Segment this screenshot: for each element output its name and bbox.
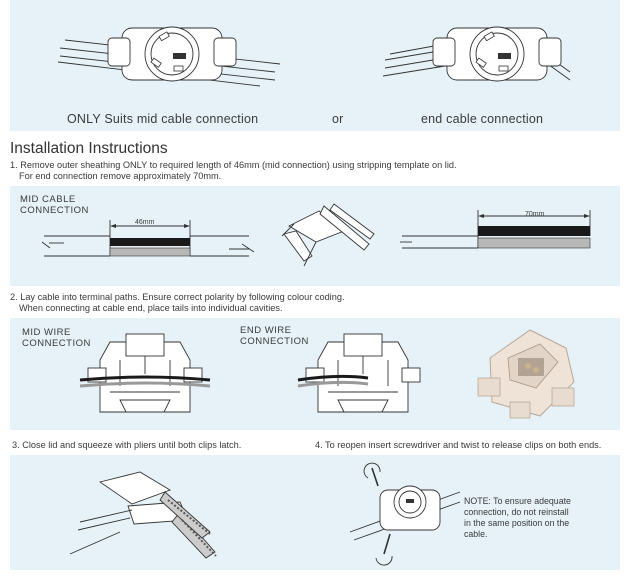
mid-wire-label-line1: MID WIRE (22, 327, 71, 338)
note-line2: connection, do not reinstall (464, 507, 569, 517)
note-line4: cable. (464, 529, 488, 539)
step2-line2: When connecting at cable end, place tail… (19, 303, 283, 313)
step34-panel (10, 455, 620, 570)
end-connection-socket-illustration (382, 26, 571, 82)
mid-cable-strip-diagram (41, 220, 255, 257)
step3-text: 3. Close lid and squeeze with pliers unt… (12, 440, 242, 450)
mid-cable-dimension: 46mm (135, 219, 155, 226)
note-line1: NOTE: To ensure adequate (464, 496, 571, 506)
mid-cable-label-line1: MID CABLE (20, 194, 76, 205)
pliers-squeeze-illustration (69, 471, 217, 559)
end-cable-strip-diagram (400, 210, 591, 249)
step2-line1: 2. Lay cable into terminal paths. Ensure… (10, 292, 345, 302)
mid-cable-label-line2: CONNECTION (20, 205, 89, 216)
caption-end-cable-connection: end cable connection (421, 112, 544, 126)
mid-wire-terminal-diagram (79, 333, 211, 413)
end-cable-dimension: 70mm (525, 211, 545, 218)
step4-text: 4. To reopen insert screwdriver and twis… (315, 440, 602, 450)
screwdriver-reopen-illustration (349, 462, 461, 566)
end-wire-terminal-diagram (297, 333, 421, 413)
note-line3: in the same position on the (464, 518, 570, 528)
socket-product-photo (477, 329, 575, 419)
step1-line1: 1. Remove outer sheathing ONLY to requir… (10, 160, 457, 170)
end-wire-label-line1: END WIRE (240, 325, 292, 336)
installation-heading: Installation Instructions (10, 140, 168, 157)
caption-or: or (332, 112, 344, 126)
end-wire-label-line2: CONNECTION (240, 336, 309, 347)
mid-wire-label-line2: CONNECTION (22, 338, 91, 349)
caption-mid-cable-connection: ONLY Suits mid cable connection (67, 112, 259, 126)
mid-connection-socket-illustration (57, 26, 281, 87)
stripping-tool-illustration (281, 203, 375, 267)
step1-line2: For end connection remove approximately … (19, 171, 222, 181)
